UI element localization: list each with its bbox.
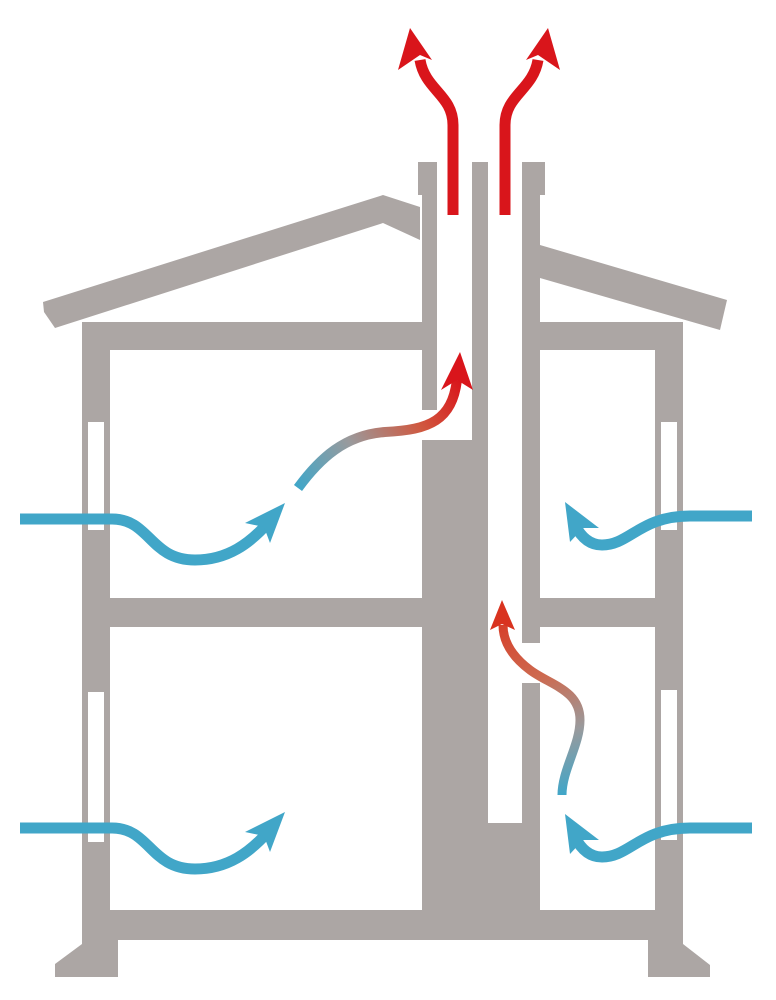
ground-floor-slab — [82, 910, 683, 940]
cold-air-arrow-icon — [565, 502, 752, 551]
left-footing — [55, 940, 118, 977]
left-wall — [82, 322, 110, 940]
warm-air-arrow-icon — [293, 352, 473, 491]
warm-air-arrow-icon — [490, 600, 585, 796]
window-right-upper — [661, 422, 677, 530]
cold-air-arrow-icon — [565, 814, 752, 863]
right-wall — [655, 322, 683, 940]
cold-air-arrow-icon — [20, 812, 285, 875]
attic-floor-left — [82, 322, 422, 350]
middle-floor-right — [540, 598, 655, 627]
right-footing — [648, 940, 710, 977]
house-structure — [43, 162, 727, 977]
window-left-upper — [88, 422, 104, 530]
airflow-arrows — [20, 28, 752, 875]
window-right-lower — [661, 690, 677, 840]
middle-floor-left — [110, 598, 422, 627]
cold-air-arrow-icon — [20, 503, 285, 566]
chimney-base-left — [422, 440, 488, 910]
left-roof — [43, 195, 420, 328]
window-left-lower — [88, 692, 104, 842]
windows — [88, 422, 677, 842]
exhaust-arrow-icon — [499, 28, 560, 215]
chimney-right-wall-upper — [522, 162, 540, 643]
chimney-left-wall — [422, 162, 437, 410]
exhaust-arrow-icon — [398, 28, 459, 215]
right-roof — [540, 245, 727, 330]
chimney-base-right — [488, 823, 540, 910]
